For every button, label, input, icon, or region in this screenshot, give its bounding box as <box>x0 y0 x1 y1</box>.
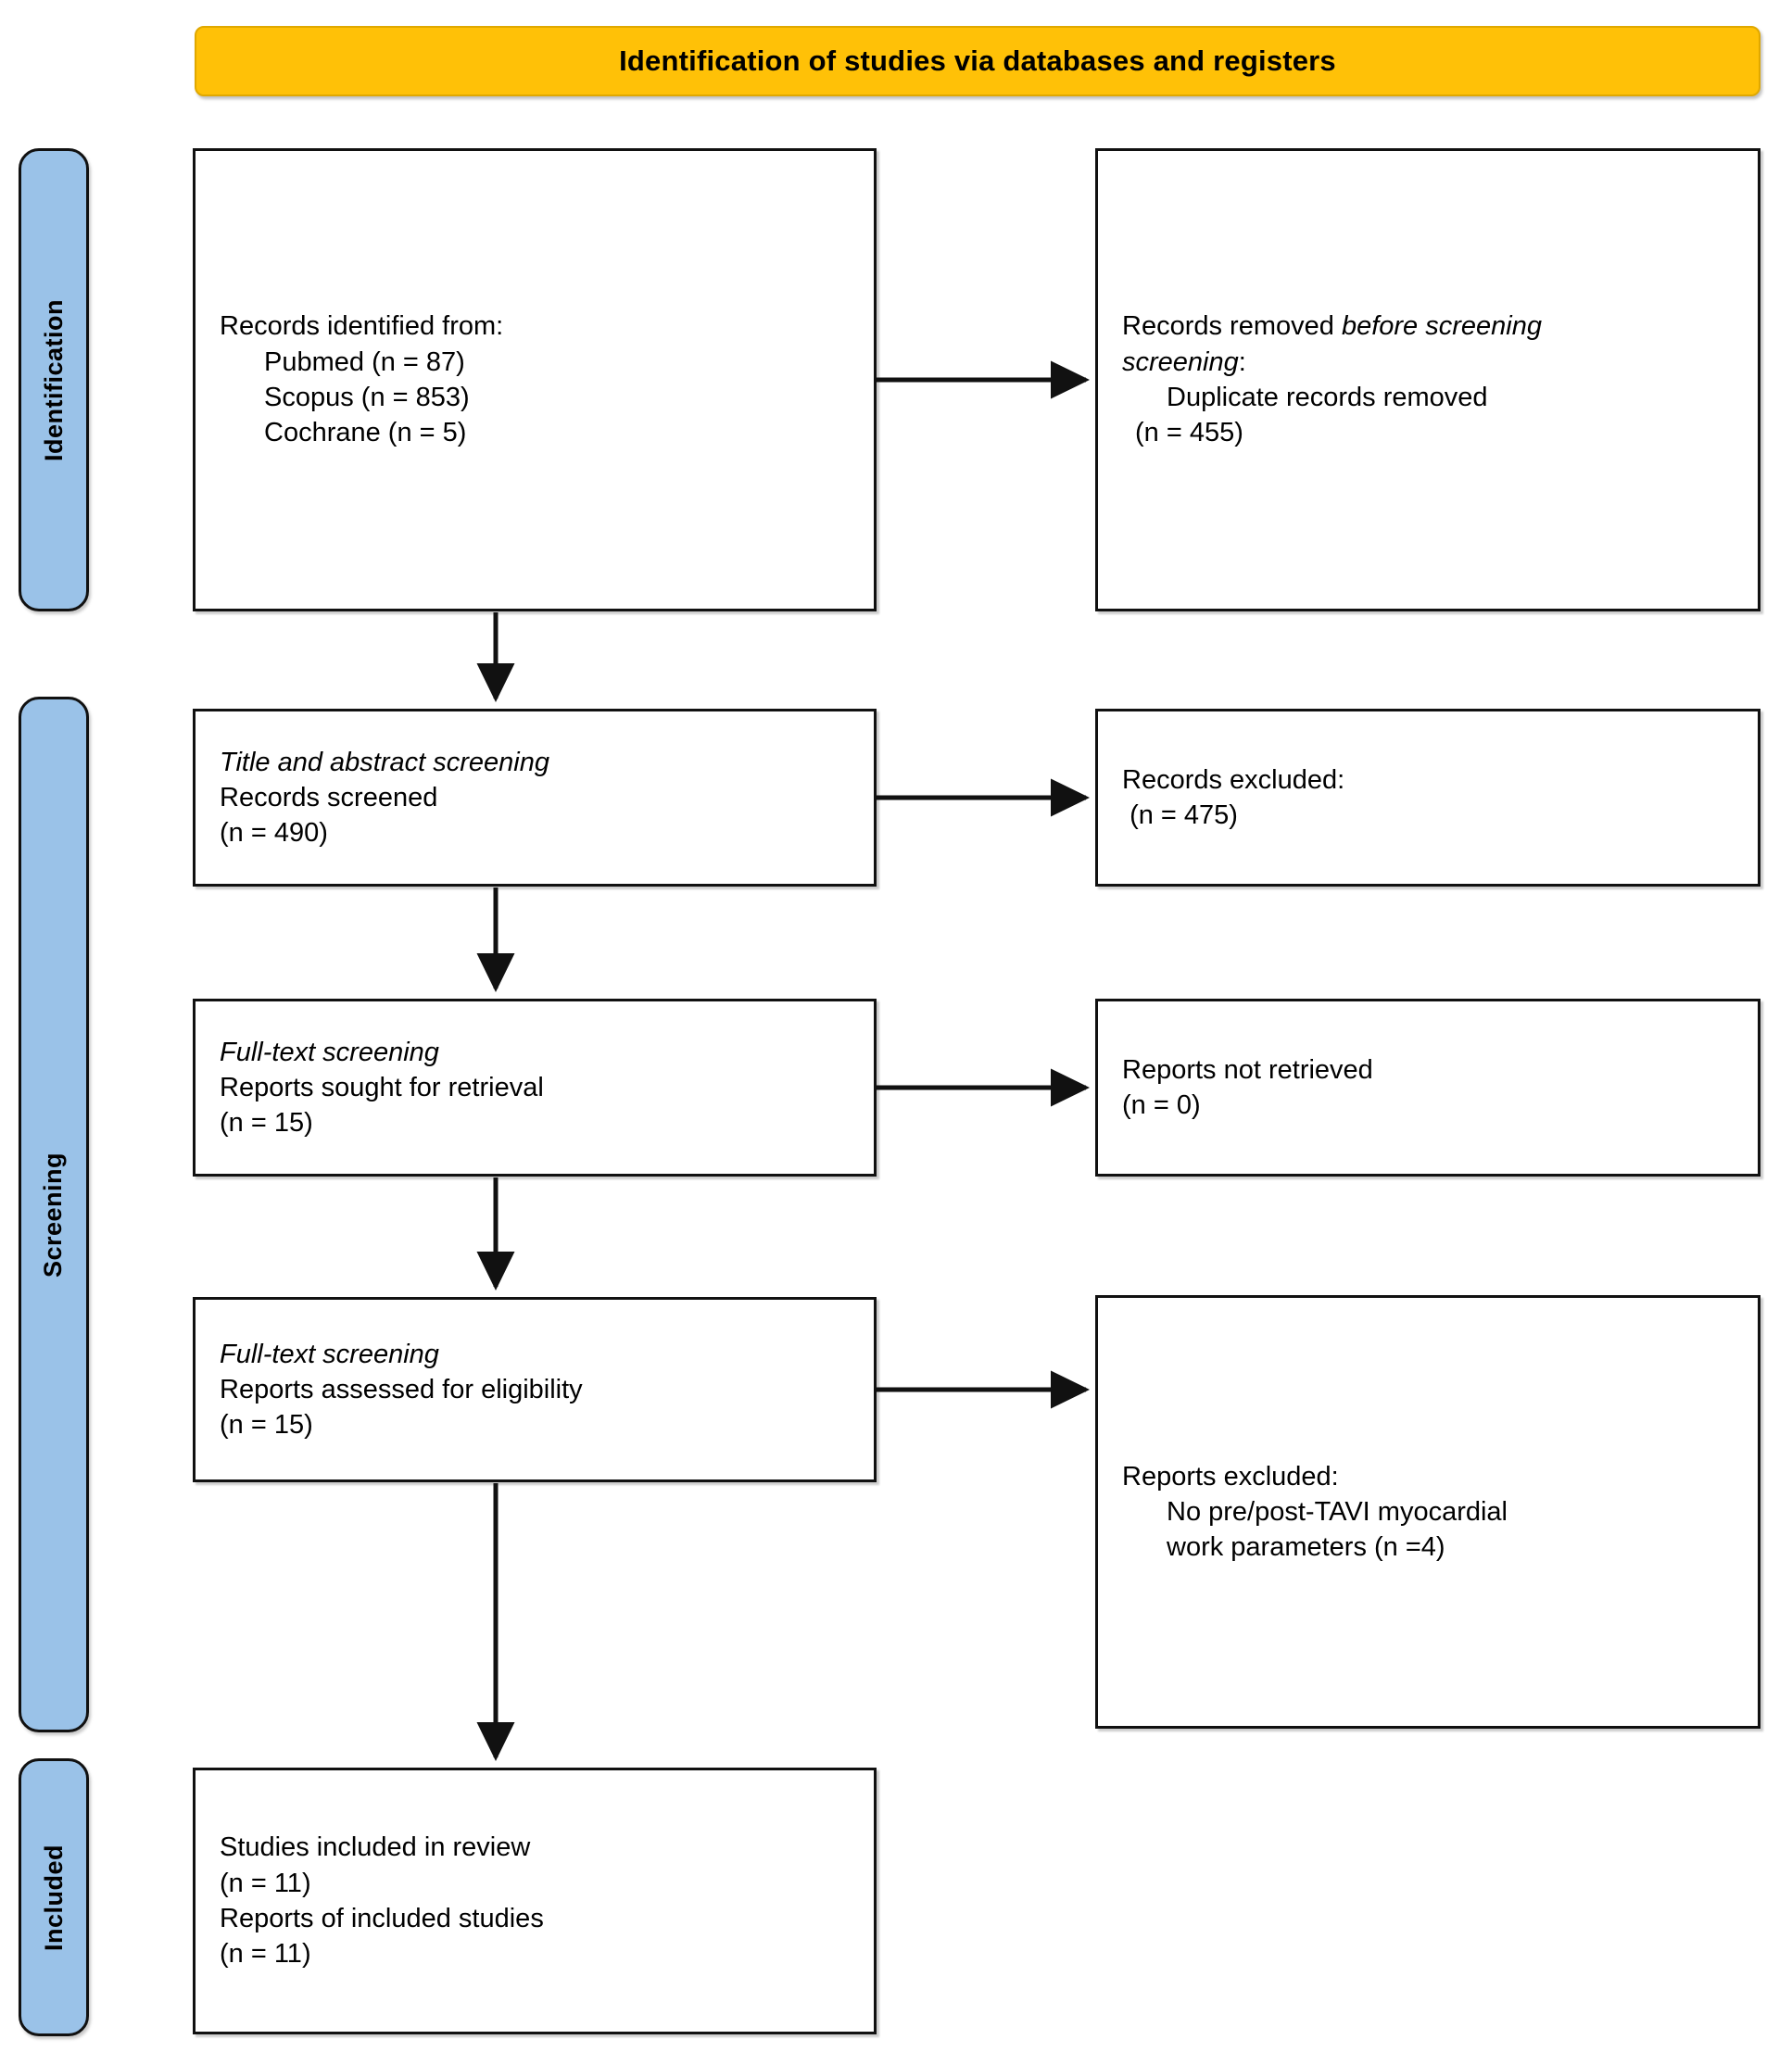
box-line: Title and abstract screening <box>220 747 549 777</box>
box-line: (n = 11) <box>220 1939 311 1970</box>
box-line: Reports of included studies <box>220 1904 544 1933</box>
box-line: Scopus (n = 853) <box>264 383 470 412</box>
box-line: Reports assessed for eligibility <box>220 1374 583 1404</box>
box-reports-not-retrieved: Reports not retrieved (n = 0) <box>1095 999 1760 1177</box>
box-records-identified: Records identified from: Pubmed (n = 87)… <box>193 148 877 611</box>
box-line: Duplicate records removed <box>1167 383 1488 412</box>
box-line: (n = 455) <box>1135 418 1243 448</box>
box-line: Records screened <box>220 782 438 812</box>
box-line: (n = 475) <box>1122 800 1238 830</box>
box-line-emphasis: before screening <box>1341 311 1542 342</box>
box-records-screened: Title and abstract screening Records scr… <box>193 709 877 887</box>
box-line-text: Records removed <box>1122 311 1342 342</box>
box-line: Reports excluded: <box>1122 1461 1339 1492</box>
stage-band-screening: Screening <box>19 697 89 1732</box>
stage-band-screening-label: Screening <box>39 1152 68 1278</box>
box-studies-included: Studies included in review (n = 11) Repo… <box>193 1768 877 2034</box>
page-title: Identification of studies via databases … <box>619 44 1336 77</box>
box-line: (n = 490) <box>220 818 328 849</box>
box-line: Studies included in review <box>220 1832 531 1863</box>
box-line: Full-text screening <box>220 1339 439 1369</box>
box-line-colon: : <box>1238 346 1246 377</box>
box-line: screening: <box>1122 345 1734 380</box>
box-records-removed: Records removed before screening screeni… <box>1095 148 1760 611</box>
stage-band-identification-label: Identification <box>39 298 68 461</box>
box-line: Cochrane (n = 5) <box>264 418 467 448</box>
box-line: Reports not retrieved <box>1122 1054 1373 1085</box>
box-line: (n = 15) <box>220 1410 313 1441</box>
box-line: Pubmed (n = 87) <box>264 346 465 377</box>
box-line: (n = 15) <box>220 1108 313 1139</box>
box-line: Records excluded: <box>1122 764 1345 795</box>
box-line: No pre/post-TAVI myocardial <box>1167 1496 1508 1527</box>
box-reports-assessed: Full-text screening Reports assessed for… <box>193 1297 877 1482</box>
stage-band-identification: Identification <box>19 148 89 611</box>
box-line: Reports sought for retrieval <box>220 1072 544 1102</box>
box-line: Records removed before screening <box>1122 308 1734 344</box>
header-banner: Identification of studies via databases … <box>195 26 1760 96</box>
box-line-emphasis-cont: screening <box>1122 346 1239 377</box>
box-line: (n = 0) <box>1122 1090 1201 1120</box>
box-records-excluded: Records excluded: (n = 475) <box>1095 709 1760 887</box>
stage-band-included-label: Included <box>39 1844 68 1951</box>
box-line: Records identified from: <box>220 311 504 342</box>
box-line: work parameters (n =4) <box>1167 1532 1445 1563</box>
box-line: (n = 11) <box>220 1868 311 1898</box>
box-line: Full-text screening <box>220 1037 439 1067</box>
stage-band-included: Included <box>19 1758 89 2036</box>
box-reports-excluded: Reports excluded: No pre/post-TAVI myoca… <box>1095 1295 1760 1729</box>
box-reports-sought: Full-text screening Reports sought for r… <box>193 999 877 1177</box>
